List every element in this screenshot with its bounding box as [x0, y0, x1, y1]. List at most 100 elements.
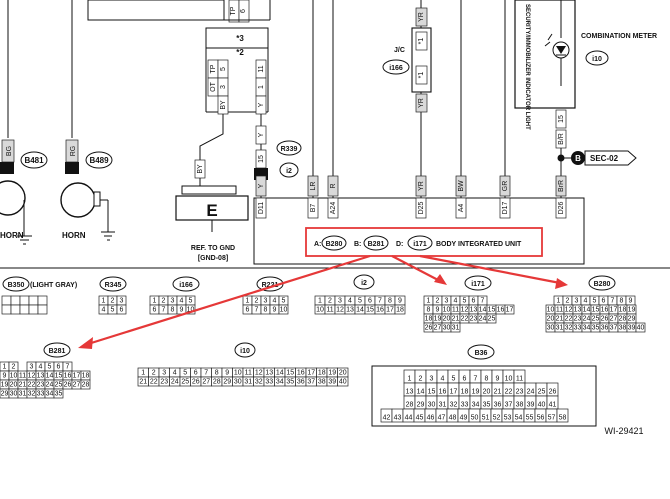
pin-number: 15 — [286, 370, 294, 377]
pin-number: 13 — [265, 370, 273, 377]
horn-connector-label: B481 — [24, 156, 44, 165]
pin-number: 15 — [428, 389, 436, 396]
pin-number: 10 — [505, 376, 513, 383]
biu-pin — [455, 197, 467, 219]
pin-cell — [278, 304, 289, 315]
biu-pin-label: D25 — [418, 201, 425, 214]
pin-cell — [504, 304, 515, 315]
pin-mark: *1 — [418, 38, 425, 45]
pin-label: 3 — [220, 85, 227, 89]
pin-number: 1 — [318, 298, 322, 305]
wire-color-tag — [255, 175, 267, 197]
pin-number: 16 — [297, 370, 305, 377]
pin-number: 20 — [483, 389, 491, 396]
connector-note: (LIGHT GRAY) — [30, 282, 77, 289]
pin-number: 9 — [3, 373, 7, 380]
connector-name: B350 — [8, 282, 25, 289]
box-mark: *2 — [236, 48, 244, 57]
pin-number: 31 — [452, 325, 460, 332]
pin-number: 13 — [346, 307, 354, 314]
pin-number: 20 — [547, 316, 555, 323]
pin-number: 19 — [1, 382, 9, 389]
pin-number: 4 — [454, 298, 458, 305]
ground-block: TP 6 *3 *2 TP 5 11 OT 3 1 BY BY E R — [87, 0, 302, 262]
pin-number: 14 — [479, 307, 487, 314]
connector-name: B280 — [594, 281, 611, 288]
pin-number: 6 — [57, 364, 61, 371]
wire-color: YR — [418, 12, 425, 22]
wire-color-tag — [327, 175, 339, 197]
pin-number: 10 — [443, 307, 451, 314]
biu-pin-label: D26 — [558, 201, 565, 214]
pin-number: 3 — [338, 298, 342, 305]
connector-badge — [585, 50, 609, 66]
pin-number: 1 — [141, 370, 145, 377]
biu-pin — [255, 197, 267, 219]
pin-number: 28 — [619, 316, 627, 323]
pin-number: 39 — [628, 325, 636, 332]
splice-letter: B — [575, 154, 581, 163]
connector-badge — [85, 151, 113, 169]
pin-number: 4 — [39, 364, 43, 371]
arrow-to-b280 — [419, 254, 561, 285]
pin-number: 2 — [111, 298, 115, 305]
arrow-to-i171 — [391, 255, 441, 282]
pin-number: 8 — [215, 370, 219, 377]
biu-pin-label: D17 — [502, 201, 509, 214]
pin-number: 3 — [162, 370, 166, 377]
highlight-arrows — [78, 254, 568, 349]
pin-number: 11 — [245, 370, 252, 377]
pin-number: 22 — [28, 382, 36, 389]
pin-number: 39 — [527, 402, 535, 409]
pin-number: 14 — [46, 373, 54, 380]
pin-number: 27 — [434, 325, 442, 332]
connector-name: i2 — [361, 280, 367, 287]
pin-number: 38 — [516, 402, 524, 409]
pin-number: 3 — [445, 298, 449, 305]
horn-label: HORN — [0, 231, 24, 240]
ground-letter: E — [206, 201, 217, 220]
horn-circuit: BG B481 HORN RG B489 HORN — [0, 0, 115, 245]
connector-badge — [20, 151, 48, 169]
connector-badge — [99, 276, 127, 292]
pin-number: 26 — [549, 389, 557, 396]
splice-tag — [584, 150, 637, 166]
pin-number: 48 — [449, 415, 457, 422]
pin-number: 8 — [485, 376, 489, 383]
pin-number: 37 — [610, 325, 618, 332]
wire-color-tag — [499, 175, 511, 197]
pin-number: 33 — [37, 391, 45, 398]
pin-number: 24 — [527, 389, 535, 396]
pin-number: 44 — [405, 415, 413, 422]
pin-number: 1 — [557, 298, 561, 305]
pin-number: 9 — [398, 298, 402, 305]
pin-number: 29 — [628, 316, 636, 323]
pin-cell — [116, 304, 127, 315]
pin-number: 6 — [463, 376, 467, 383]
pin-number: 37 — [505, 402, 513, 409]
pin-number: 54 — [515, 415, 523, 422]
pin-number: 33 — [461, 402, 469, 409]
pin-number: 39 — [328, 379, 336, 386]
pin-number: 4 — [584, 298, 588, 305]
jc-label: J/C — [394, 47, 405, 54]
biu-pin — [555, 197, 567, 219]
horn-wire-color: RG — [70, 146, 77, 157]
pin-number: 13 — [406, 389, 414, 396]
pin-number: 9 — [225, 370, 229, 377]
pin-number: 4 — [273, 298, 277, 305]
pin-number: 21 — [494, 389, 502, 396]
pin-number: 22 — [505, 389, 513, 396]
pin-number: 11 — [516, 376, 523, 383]
pin-label: TP — [210, 64, 217, 73]
pin-number: 10 — [234, 370, 242, 377]
pin-number: 7 — [481, 298, 485, 305]
pin-number: 15 — [366, 307, 374, 314]
wire-color: Y — [258, 132, 265, 137]
pin-number: 26 — [601, 316, 609, 323]
pin-number: 3 — [120, 298, 124, 305]
conn-letter-a: A: — [314, 241, 321, 248]
